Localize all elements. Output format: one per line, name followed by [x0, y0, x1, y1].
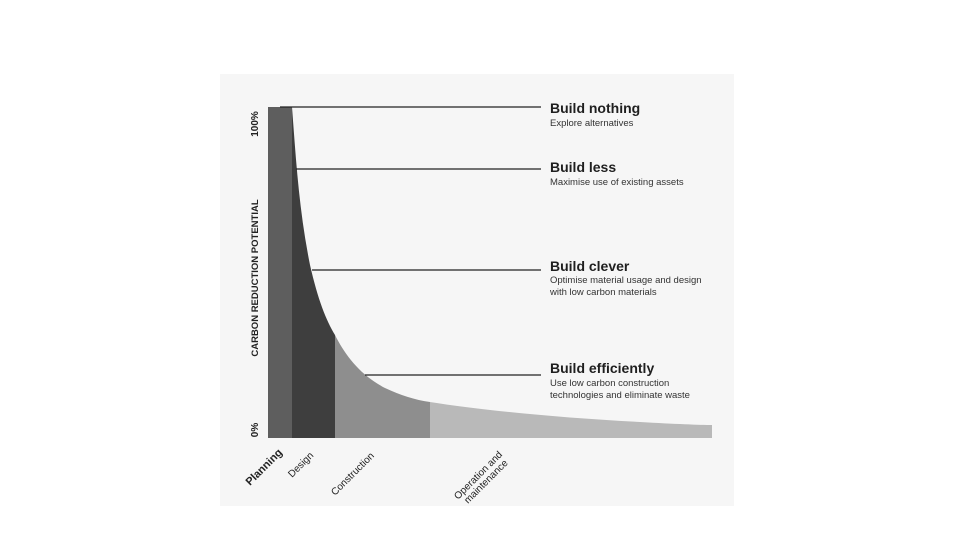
stage-area-design — [292, 107, 335, 438]
level-title-build-efficiently: Build efficiently — [550, 360, 654, 376]
stage-area-construction — [335, 335, 430, 438]
stage-area-operation — [430, 402, 712, 438]
level-desc-build-efficiently-line1: Use low carbon construction — [550, 378, 669, 389]
level-desc-build-less: Maximise use of existing assets — [550, 177, 684, 188]
y-axis-title: CARBON REDUCTION POTENTIAL — [250, 199, 261, 356]
y-axis-top-label: 100% — [250, 111, 261, 137]
level-desc-build-clever-line1: Optimise material usage and design — [550, 275, 702, 286]
level-title-build-clever: Build clever — [550, 258, 630, 274]
level-desc-build-clever-line2: with low carbon materials — [549, 287, 657, 298]
y-axis-bottom-label: 0% — [250, 423, 261, 438]
level-title-build-less: Build less — [550, 159, 616, 175]
stage-area-planning — [268, 107, 292, 438]
level-desc-build-efficiently-line2: technologies and eliminate waste — [550, 390, 690, 401]
level-desc-build-nothing: Explore alternatives — [550, 118, 634, 129]
level-title-build-nothing: Build nothing — [550, 100, 640, 116]
